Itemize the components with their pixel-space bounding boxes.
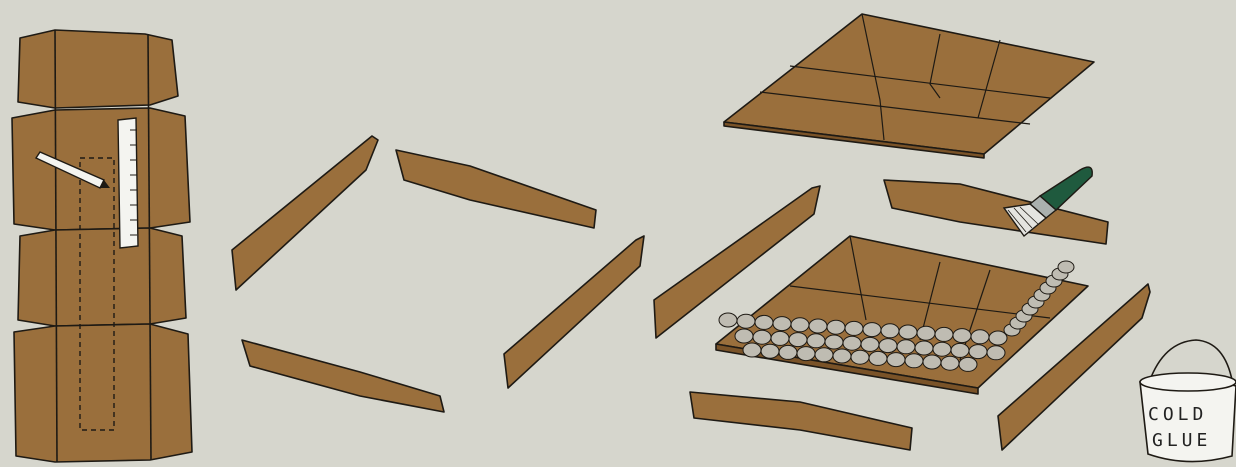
cardboard-roll [779, 345, 797, 359]
cardboard-roll [807, 334, 825, 348]
glue-label-line2: GLUE [1152, 430, 1211, 451]
cardboard-roll [1058, 261, 1074, 273]
cardboard-roll [773, 317, 791, 331]
cardboard-lid [724, 14, 1094, 158]
glue-label-line1: COLD [1148, 404, 1207, 425]
cardboard-roll [761, 344, 779, 358]
cardboard-roll [809, 319, 827, 333]
cardboard-roll [753, 330, 771, 344]
cardboard-roll [735, 329, 753, 343]
cardboard-roll [923, 355, 941, 369]
cardboard-roll [881, 324, 899, 338]
cardboard-roll [989, 331, 1007, 345]
cardboard-roll [941, 356, 959, 370]
strip-top-left [232, 136, 378, 290]
strip-bottom-right [504, 236, 644, 388]
strip-top-right [396, 150, 596, 228]
cardboard-roll [719, 313, 737, 327]
cardboard-roll [791, 318, 809, 332]
cardboard-roll [935, 327, 953, 341]
cardboard-roll [879, 339, 897, 353]
unfolded-cardboard-sheet [12, 30, 192, 462]
cardboard-roll [953, 329, 971, 343]
cardboard-roll [917, 326, 935, 340]
cardboard-roll [899, 325, 917, 339]
cardboard-roll [797, 347, 815, 361]
cardboard-roll [969, 345, 987, 359]
cardboard-roll [743, 343, 761, 357]
cardboard-roll [887, 353, 905, 367]
ruler-icon [118, 118, 138, 248]
strip-bottom [690, 392, 912, 450]
cardboard-roll [825, 335, 843, 349]
cardboard-strips-set-1 [232, 136, 644, 412]
cardboard-roll [815, 348, 833, 362]
cardboard-roll [987, 346, 1005, 360]
cardboard-roll [959, 357, 977, 371]
cardboard-roll [933, 342, 951, 356]
cardboard-roll [897, 340, 915, 354]
cardboard-roll [905, 354, 923, 368]
strip-bottom-left [242, 340, 444, 412]
cardboard-roll [843, 336, 861, 350]
cardboard-roll [833, 349, 851, 363]
cardboard-roll [861, 337, 879, 351]
cardboard-roll [971, 330, 989, 344]
cardboard-roll [869, 351, 887, 365]
cardboard-roll [789, 333, 807, 347]
cardboard-roll [755, 315, 773, 329]
cardboard-roll [951, 343, 969, 357]
cardboard-roll [737, 314, 755, 328]
cardboard-roll [827, 320, 845, 334]
cardboard-roll [845, 321, 863, 335]
cardboard-roll [771, 331, 789, 345]
cardboard-roll [915, 341, 933, 355]
cardboard-roll [851, 350, 869, 364]
cardboard-roll [863, 323, 881, 337]
